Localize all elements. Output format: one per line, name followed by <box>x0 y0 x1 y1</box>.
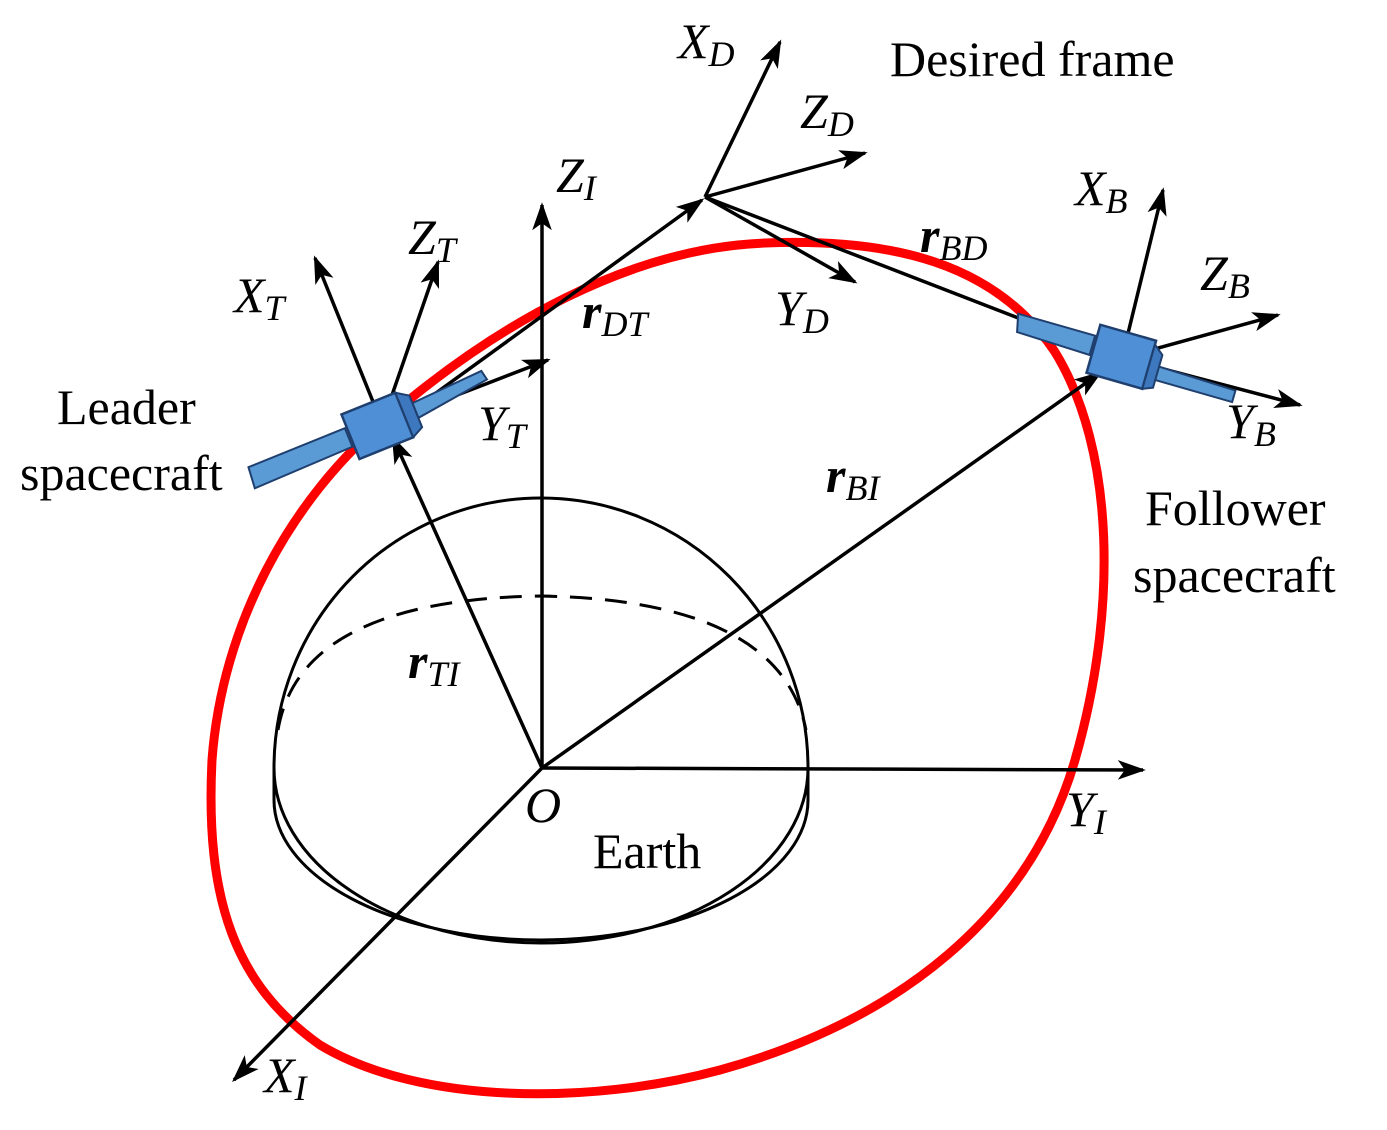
vector-r-ti <box>391 435 544 769</box>
label-z-follower: ZB <box>1200 245 1250 306</box>
label-y-desired: YD <box>775 280 829 341</box>
follower-label-line1: Follower <box>1145 480 1326 536</box>
axis-z-desired <box>704 150 868 199</box>
axis-y-desired <box>704 195 858 284</box>
axis-x-inertial <box>232 766 544 1082</box>
label-z-leader: ZT <box>408 209 459 270</box>
axis-x-follower <box>1120 187 1167 359</box>
label-y-follower: YB <box>1226 393 1276 454</box>
label-r-ti: rTI <box>408 633 461 694</box>
label-r-dt: rDT <box>582 283 650 344</box>
label-x-desired: XD <box>676 13 735 74</box>
axis-x-desired <box>703 39 782 198</box>
follower-spacecraft-icon <box>1016 312 1237 404</box>
label-x-inertial: XI <box>262 1047 309 1108</box>
desired-frame-label: Desired frame <box>890 31 1175 87</box>
label-x-leader: XT <box>232 267 288 328</box>
axis-x-leader <box>313 255 384 425</box>
label-y-inertial: YI <box>1066 781 1108 842</box>
leader-label-line2: spacecraft <box>20 445 223 501</box>
label-y-leader: YT <box>478 395 529 456</box>
axis-y-inertial <box>541 760 1146 780</box>
label-r-bd: rBD <box>920 207 987 268</box>
origin-label: O <box>525 777 561 833</box>
label-z-inertial: ZI <box>556 147 598 208</box>
orbit-path <box>206 237 1109 1099</box>
leader-label-line1: Leader <box>57 379 196 435</box>
label-r-bi: rBI <box>826 447 881 508</box>
vector-r-bi <box>540 371 1103 770</box>
earth-sphere <box>272 496 810 945</box>
leader-spacecraft-icon <box>247 369 489 490</box>
label-z-desired: ZD <box>800 83 854 144</box>
label-x-follower: XB <box>1073 160 1128 221</box>
earth-label: Earth <box>593 823 701 879</box>
follower-label-line2: spacecraft <box>1133 547 1336 603</box>
